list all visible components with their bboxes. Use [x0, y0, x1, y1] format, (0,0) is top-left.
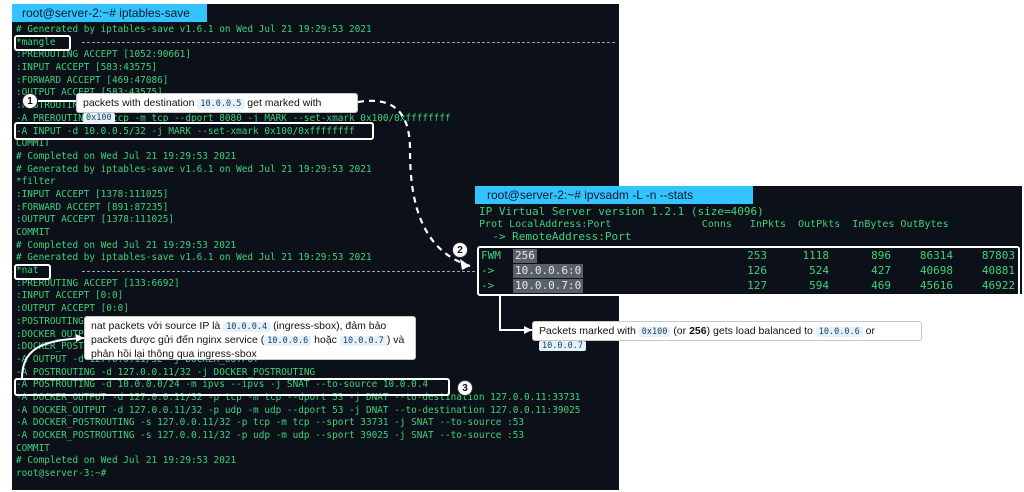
ipvs-conns: 253	[747, 249, 767, 262]
terminal-line: COMMIT	[16, 227, 50, 238]
callout-text: (or	[673, 325, 687, 337]
terminal-output: IP Virtual Server version 1.2.1 (size=40…	[479, 205, 1018, 244]
terminal-line: -A DOCKER_POSTROUTING -s 127.0.0.11/32 -…	[16, 430, 524, 441]
callout-text: ) và phản hồi lại thông qua ingress-sbox	[91, 334, 405, 360]
ipvs-address: 256	[513, 249, 537, 263]
callout-text: nat packets với source IP là	[91, 320, 221, 332]
separator-mangle	[82, 42, 615, 43]
terminal-line: # Generated by iptables-save v1.6.1 on W…	[16, 163, 372, 175]
terminal-line: :PREROUTING ACCEPT [1052:90661]	[16, 49, 191, 61]
terminal-line: :OUTPUT ACCEPT [1378:111025]	[16, 214, 175, 226]
ipvs-version-line: IP Virtual Server version 1.2.1 (size=40…	[479, 205, 764, 218]
ipvs-prefix: ->	[481, 279, 495, 292]
terminal-line: :PREROUTING ACCEPT [133:6692]	[16, 277, 180, 289]
ipvs-outbytes: 40881	[981, 264, 1015, 277]
ipvs-address: 10.0.0.7:0	[513, 279, 584, 293]
ipvs-column-header: Prot LocalAddress:Port Conns InPkts OutP…	[479, 218, 949, 230]
ipvs-inpkts: 524	[809, 264, 829, 277]
ipvs-outbytes: 46922	[981, 279, 1015, 292]
ipvs-subheader: -> RemoteAddress:Port	[479, 230, 632, 243]
ipvs-outpkts: 896	[871, 249, 891, 262]
arrowhead	[524, 326, 532, 334]
terminal-line: -A DOCKER_OUTPUT -d 127.0.0.11/32 -p tcp…	[16, 391, 581, 403]
ipvs-outbytes: 87803	[981, 249, 1015, 262]
terminal-line: *nat	[16, 265, 39, 277]
callout-text: get marked with	[247, 97, 322, 109]
terminal-line: :INPUT ACCEPT [583:43575]	[16, 62, 158, 74]
terminal-line: -A POSTROUTING -d 10.0.0.0/24 -m ipvs --…	[16, 379, 429, 391]
terminal-line: # Completed on Wed Jul 21 19:29:53 2021	[16, 150, 237, 162]
ipvs-inpkts: 1118	[802, 249, 830, 262]
ipvs-inbytes: 40698	[919, 264, 953, 277]
ipvs-row: -> 10.0.0.6:0 126 524 427 40698 40881	[479, 264, 1018, 278]
ip-chip: 10.0.0.7	[339, 336, 387, 346]
terminal-ipvsadm: root@server-2:~# ipvsadm -L -n --stats I…	[475, 186, 1022, 294]
callout-text: or	[865, 325, 875, 337]
terminal-line: :OUTPUT ACCEPT [583:43575]	[16, 87, 163, 99]
callout-load-balance: Packets marked with 0x100 (or 256) gets …	[532, 321, 922, 351]
ipvs-inpkts: 594	[809, 279, 829, 292]
ip-chip: 10.0.0.5	[197, 99, 245, 109]
terminal-line: # Generated by iptables-save v1.6.1 on W…	[16, 252, 372, 264]
connector-line-2	[499, 296, 532, 331]
terminal-line: -A INPUT -d 10.0.0.5/32 -j MARK --set-xm…	[16, 125, 355, 137]
ipvs-inbytes: 86314	[919, 249, 953, 262]
highlight-mangle	[14, 35, 71, 51]
terminal-line: *mangle	[16, 36, 56, 48]
terminal-line: *filter	[16, 176, 56, 188]
terminal-line: :INPUT ACCEPT [0:0]	[16, 290, 124, 302]
terminal-title: root@server-2:~# iptables-save	[12, 4, 207, 22]
terminal-line: root@server-3:~#	[16, 468, 107, 480]
ipvs-conns: 127	[747, 279, 767, 292]
callout-text: ) gets load balanced to	[706, 325, 813, 337]
highlight-input-mark	[14, 122, 374, 140]
ipvs-inbytes: 45616	[919, 279, 953, 292]
terminal-line: # Completed on Wed Jul 21 19:29:53 2021	[16, 455, 237, 467]
terminal-line: -A DOCKER_POSTROUTING -s 127.0.0.11/32 -…	[16, 417, 524, 429]
terminal-line: # Completed on Wed Jul 21 19:29:53 2021	[16, 239, 237, 251]
separator-nat	[82, 271, 615, 272]
callout-text: (ingress-sbox), đảm bảo packets được gửi…	[91, 320, 387, 346]
terminal-line: COMMIT	[16, 138, 50, 150]
callout-text: Packets marked with	[539, 325, 636, 337]
ipvs-prefix: ->	[481, 264, 495, 277]
ip-chip: 10.0.0.4	[223, 322, 271, 332]
arrowhead	[460, 259, 470, 270]
terminal-line: :FORWARD ACCEPT [469:47086]	[16, 74, 169, 86]
mark-chip: 0x100	[638, 327, 671, 337]
fwm-value: 256	[689, 325, 707, 337]
mark-chip: 0x100	[83, 113, 115, 123]
terminal-line: :OUTPUT ACCEPT [0:0]	[16, 303, 129, 315]
ipvs-address: 10.0.0.6:0	[513, 264, 584, 278]
step-badge: 3	[457, 380, 473, 396]
callout-snat: nat packets với source IP là 10.0.0.4 (i…	[84, 316, 416, 360]
arrowhead	[76, 334, 84, 342]
terminal-line: # Generated by iptables-save v1.6.1 on W…	[16, 24, 372, 35]
ipvs-conns: 126	[747, 264, 767, 277]
terminal-line: COMMIT	[16, 442, 50, 454]
ip-chip: 10.0.0.6	[815, 327, 863, 337]
callout-mark-destination: packets with destination 10.0.0.5 get ma…	[76, 93, 358, 123]
callout-text: packets with destination	[83, 97, 195, 109]
connector-line-3	[21, 337, 85, 379]
terminal-title: root@server-2:~# ipvsadm -L -n --stats	[475, 186, 753, 204]
step-badge: 1	[22, 93, 38, 109]
terminal-line: -A DOCKER_OUTPUT -d 127.0.0.11/32 -p udp…	[16, 404, 581, 416]
ip-chip: 10.0.0.7	[539, 341, 586, 351]
ipvs-outpkts: 427	[871, 264, 891, 277]
terminal-line: :INPUT ACCEPT [1378:111025]	[16, 188, 169, 200]
callout-text: hoặc	[314, 334, 337, 346]
highlight-ipvs-table	[477, 246, 1020, 296]
ipvs-row: -> 10.0.0.7:0 127 594 469 45616 46922	[479, 279, 1018, 293]
highlight-snat-rule	[14, 378, 450, 396]
highlight-nat	[14, 264, 51, 280]
ipvs-prefix: FWM	[481, 249, 501, 262]
ipvs-row: FWM 256 253 1118 896 86314 87803	[479, 249, 1018, 263]
ipvs-outpkts: 469	[871, 279, 891, 292]
terminal-line: :FORWARD ACCEPT [891:87235]	[16, 201, 169, 213]
step-badge: 2	[452, 242, 468, 258]
ip-chip: 10.0.0.6	[264, 336, 312, 346]
dashed-arrow-mark-to-ipvs	[357, 99, 471, 268]
